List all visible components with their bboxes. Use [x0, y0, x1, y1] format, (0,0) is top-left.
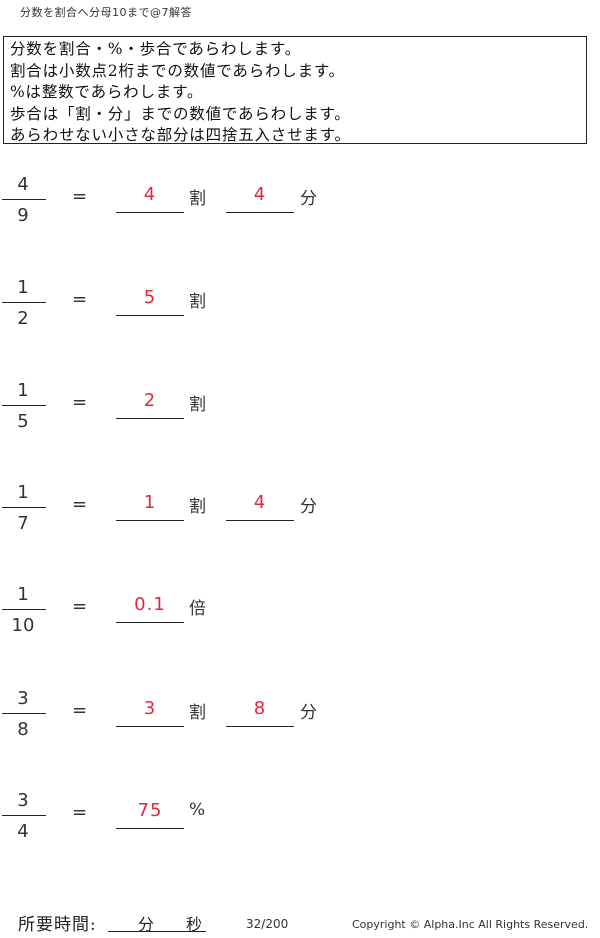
answer-1: 4 [143, 184, 157, 205]
seconds-label: 秒 [186, 915, 203, 934]
equals-sign: = [72, 596, 88, 617]
problem-row: 1 2 = 5 割 [0, 277, 600, 337]
answer-blank-1 [116, 622, 184, 623]
denominator: 10 [11, 615, 35, 636]
unit-1: 割 [189, 292, 206, 312]
fraction: 1 7 [0, 482, 46, 542]
answer-1: 3 [143, 698, 157, 719]
numerator: 3 [17, 688, 29, 709]
unit-1: 割 [189, 395, 206, 415]
problem-row: 3 8 = 3 割 8 分 [0, 688, 600, 748]
denominator: 7 [17, 513, 29, 534]
answer-blank-2 [226, 212, 294, 213]
instruction-line: 歩合は「割・分」までの数値であらわします。 [10, 104, 351, 123]
problem-row: 1 7 = 1 割 4 分 [0, 482, 600, 542]
answer-1: 1 [143, 492, 157, 513]
numerator: 4 [17, 174, 29, 195]
fraction-bar [2, 405, 46, 406]
fraction: 3 4 [0, 790, 46, 850]
answer-1: 0.1 [134, 594, 166, 615]
unit-1: 割 [189, 189, 206, 209]
answer-blank-1 [116, 315, 184, 316]
unit-2: 分 [300, 189, 317, 209]
unit-1: 倍 [189, 599, 206, 619]
answer-2: 4 [253, 184, 267, 205]
instruction-line: %は整数であらわします。 [10, 83, 204, 101]
numerator: 1 [17, 482, 29, 503]
instruction-line: 分数を割合・%・歩合であらわします。 [10, 40, 301, 58]
answer-1: 2 [143, 390, 157, 411]
denominator: 9 [17, 205, 29, 226]
answer-2: 8 [253, 698, 267, 719]
instructions-box: 分数を割合・%・歩合であらわします。 割合は小数点2桁までの数値であらわします。… [3, 36, 587, 144]
equals-sign: = [72, 289, 88, 310]
copyright: Copyright © Alpha.Inc All Rights Reserve… [352, 918, 589, 931]
unit-1: 割 [189, 703, 206, 723]
answer-blank-1 [116, 828, 184, 829]
fraction-bar [2, 302, 46, 303]
unit-2: 分 [300, 497, 317, 517]
answer-blank-1 [116, 212, 184, 213]
equals-sign: = [72, 392, 88, 413]
fraction-bar [2, 815, 46, 816]
page-number: 32/200 [246, 917, 289, 931]
unit-2: 分 [300, 703, 317, 723]
answer-1: 5 [143, 287, 157, 308]
fraction: 1 2 [0, 277, 46, 337]
denominator: 2 [17, 308, 29, 329]
fraction: 1 5 [0, 380, 46, 440]
unit-1: % [189, 800, 206, 820]
problem-row: 3 4 = 75 % [0, 790, 600, 850]
page-title: 分数を割合へ分母10まで@7解答 [20, 6, 192, 19]
fraction-bar [2, 713, 46, 714]
denominator: 4 [17, 821, 29, 842]
instruction-line: 割合は小数点2桁までの数値であらわします。 [10, 61, 345, 80]
fraction-bar [2, 507, 46, 508]
answer-1: 75 [137, 800, 163, 821]
equals-sign: = [72, 700, 88, 721]
denominator: 8 [17, 719, 29, 740]
fraction: 1 10 [0, 584, 46, 644]
answer-blank-1 [116, 418, 184, 419]
minutes-label: 分 [138, 915, 155, 934]
denominator: 5 [17, 411, 29, 432]
unit-1: 割 [189, 497, 206, 517]
numerator: 1 [17, 380, 29, 401]
time-required-label: 所要時間: [18, 915, 97, 935]
answer-blank-2 [226, 726, 294, 727]
problem-row: 1 10 = 0.1 倍 [0, 584, 600, 644]
equals-sign: = [72, 186, 88, 207]
fraction-bar [2, 609, 46, 610]
equals-sign: = [72, 494, 88, 515]
answer-blank-1 [116, 520, 184, 521]
fraction: 4 9 [0, 174, 46, 234]
numerator: 1 [17, 277, 29, 298]
problem-row: 4 9 = 4 割 4 分 [0, 174, 600, 234]
fraction-bar [2, 199, 46, 200]
numerator: 3 [17, 790, 29, 811]
numerator: 1 [17, 584, 29, 605]
time-required-blank[interactable]: 分 秒 [108, 910, 206, 934]
problem-row: 1 5 = 2 割 [0, 380, 600, 440]
answer-blank-1 [116, 726, 184, 727]
equals-sign: = [72, 802, 88, 823]
answer-blank-2 [226, 520, 294, 521]
fraction: 3 8 [0, 688, 46, 748]
instruction-line: あらわせない小さな部分は四捨五入させます。 [10, 126, 351, 144]
answer-2: 4 [253, 492, 267, 513]
